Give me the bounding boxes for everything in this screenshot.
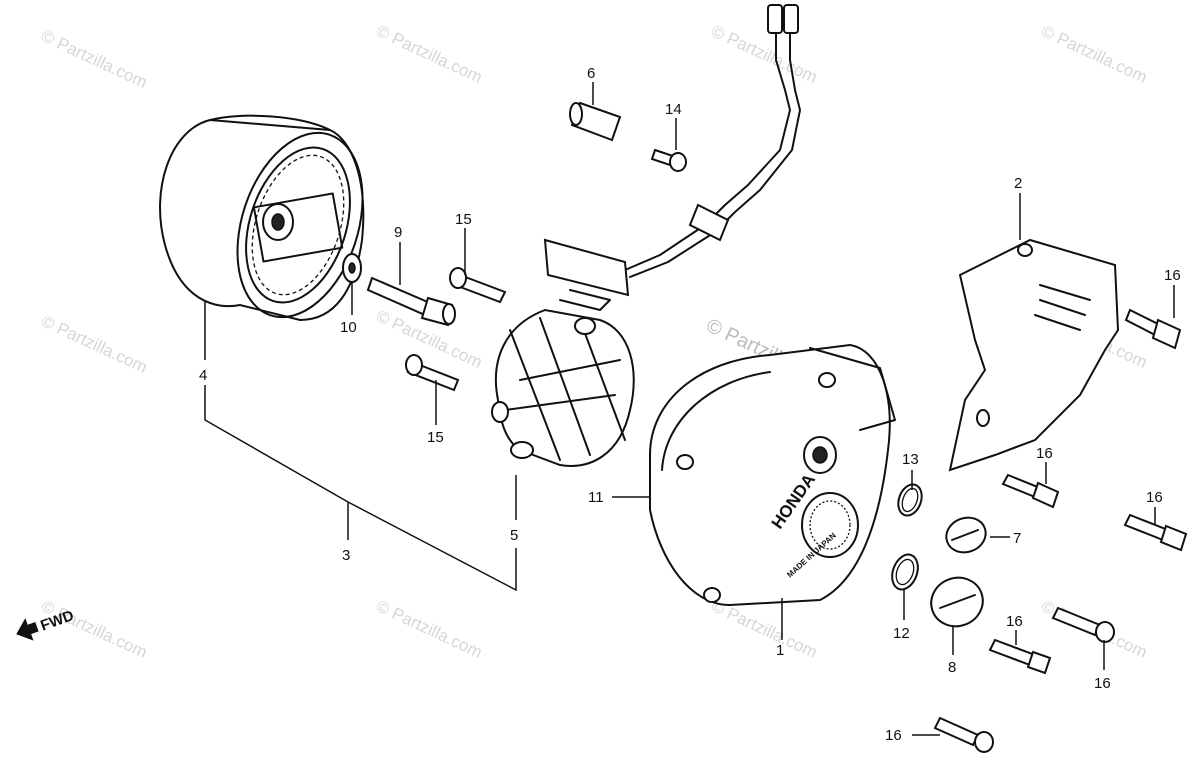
- wire-clamp-part[interactable]: [569, 101, 622, 142]
- callout-3: 3: [342, 547, 350, 564]
- callout-11: 11: [588, 489, 604, 506]
- callout-15-top: 15: [455, 211, 472, 228]
- callout-10: 10: [340, 319, 357, 336]
- sprocket-cover-part[interactable]: [948, 238, 1120, 472]
- callout-4: 4: [199, 367, 207, 384]
- cover-bolt-part[interactable]: [1124, 308, 1182, 350]
- flywheel-part[interactable]: [159, 114, 384, 334]
- crankcase-cover-part[interactable]: HONDA MADE IN JAPAN: [649, 343, 896, 607]
- watermark: © Partzilla.com: [708, 596, 820, 662]
- callout-1: 1: [776, 642, 784, 659]
- callout-15-bottom: 15: [427, 429, 444, 446]
- cover-bolt-part[interactable]: [1051, 606, 1115, 643]
- o-ring-part[interactable]: [894, 481, 926, 519]
- watermark: © Partzilla.com: [38, 311, 150, 377]
- watermark: © Partzilla.com: [38, 26, 150, 92]
- callout-16: 16: [1164, 267, 1181, 284]
- fwd-arrow-icon: [16, 618, 39, 641]
- cover-bolt-part[interactable]: [988, 638, 1052, 675]
- callout-12: 12: [893, 625, 910, 642]
- timing-hole-cap-part[interactable]: [941, 512, 990, 558]
- watermark: © Partzilla.com: [1038, 21, 1150, 87]
- callout-13: 13: [902, 451, 919, 468]
- callout-16: 16: [885, 727, 902, 744]
- leader-lines: [204, 82, 1175, 736]
- watermark: © Partzilla.com: [373, 596, 485, 662]
- callout-16: 16: [1146, 489, 1163, 506]
- watermark: © Partzilla.com: [373, 21, 485, 87]
- callout-labels: 1 2 3 4 5 6 7 8 9 10 11 12 13 14 15 15 1…: [199, 65, 1181, 744]
- cover-bolt-part[interactable]: [1001, 473, 1060, 509]
- crankshaft-hole-cap-part[interactable]: [924, 571, 989, 634]
- clamp-screw-part[interactable]: [650, 148, 687, 172]
- stator-coil-part[interactable]: [491, 308, 635, 467]
- flywheel-bolt-part[interactable]: [366, 276, 456, 327]
- washer-part[interactable]: [342, 253, 362, 283]
- callout-9: 9: [394, 224, 402, 241]
- callout-7: 7: [1013, 530, 1021, 547]
- o-ring-part[interactable]: [888, 551, 923, 593]
- cover-bolt-part[interactable]: [933, 716, 994, 753]
- callout-2: 2: [1014, 175, 1022, 192]
- callout-16: 16: [1094, 675, 1111, 692]
- stator-wire-lead[interactable]: [543, 4, 801, 311]
- callout-6: 6: [587, 65, 595, 82]
- stator-screw-part[interactable]: [405, 354, 460, 392]
- callout-16: 16: [1006, 613, 1023, 630]
- stator-screw-part[interactable]: [449, 267, 507, 304]
- callout-14: 14: [665, 101, 682, 118]
- watermark: © Partzilla.com: [708, 21, 820, 87]
- callout-16: 16: [1036, 445, 1053, 462]
- callout-8: 8: [948, 659, 956, 676]
- cover-bolt-part[interactable]: [1123, 513, 1188, 552]
- callout-5: 5: [510, 527, 518, 544]
